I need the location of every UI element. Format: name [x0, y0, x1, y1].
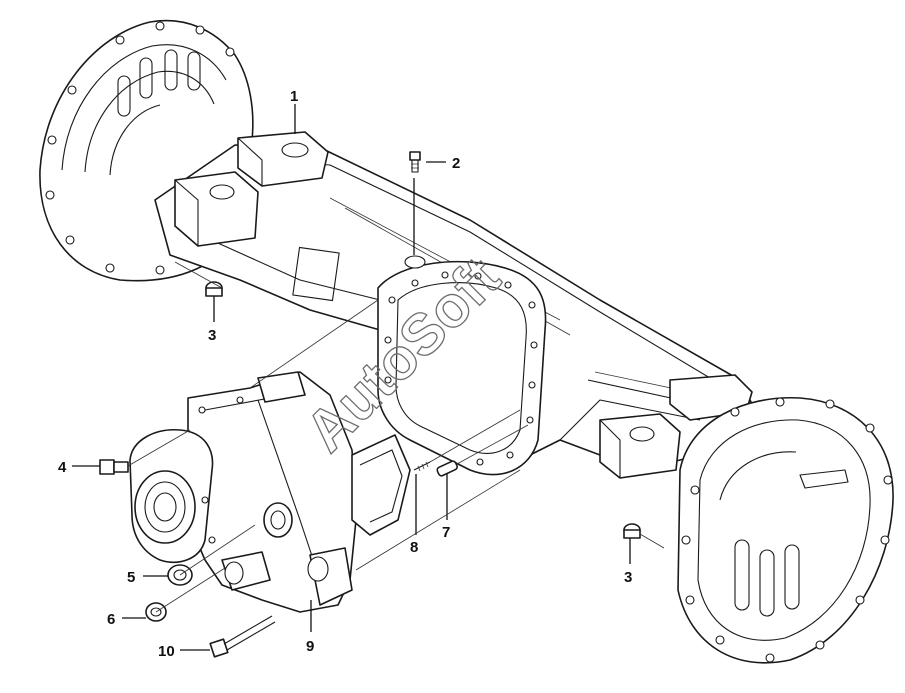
- breather-valve: [409, 151, 421, 173]
- callout-4: 4: [58, 459, 67, 476]
- pin-7: [436, 460, 458, 477]
- callout-1: 1: [290, 88, 298, 105]
- callout-6: 6: [107, 611, 115, 628]
- callout-7: 7: [442, 524, 450, 541]
- callout-8: 8: [410, 539, 418, 556]
- plug-left: [205, 281, 223, 297]
- callout-3-left: 3: [208, 327, 216, 344]
- differential-carrier-opening: [377, 255, 547, 476]
- bolt-10: [209, 615, 276, 658]
- left-spring-pad: [174, 131, 329, 247]
- right-spring-pad: [599, 374, 753, 479]
- stud-8: [413, 461, 431, 472]
- leader-lines: [72, 104, 665, 651]
- callout-2: 2: [452, 155, 460, 172]
- right-hub-flange: [677, 397, 894, 664]
- differential-carrier: [129, 371, 411, 613]
- plug-right: [623, 523, 641, 539]
- bolt-4: [99, 459, 129, 475]
- callout-9: 9: [306, 638, 314, 655]
- callout-5: 5: [127, 569, 135, 586]
- callout-10: 10: [158, 643, 175, 660]
- callout-labels: 1 2 3 3 4 5 6 7 8 9 10: [58, 88, 632, 660]
- callout-3-right: 3: [624, 569, 632, 586]
